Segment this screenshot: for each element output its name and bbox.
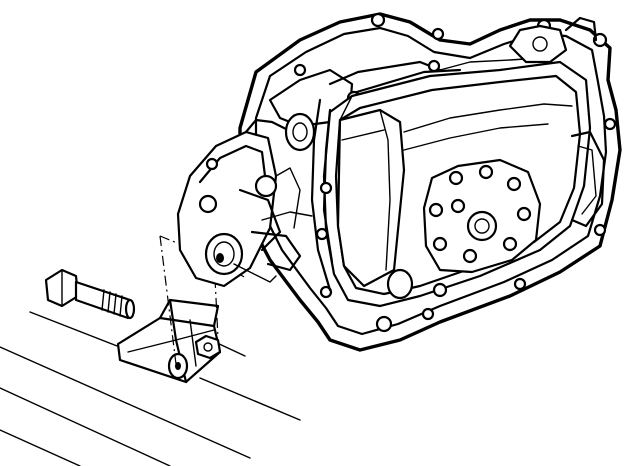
valve-body-cover [322,60,606,308]
vent-fitting [508,16,598,64]
mount-bracket [116,298,222,384]
mount-bolt [44,268,136,320]
frame-rail [0,311,301,466]
mount-ear [176,118,290,288]
nut [194,334,222,360]
shift-linkage [250,98,334,292]
